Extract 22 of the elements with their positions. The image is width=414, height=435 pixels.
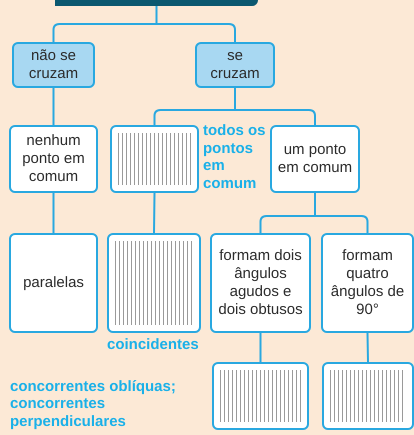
striped-placeholder xyxy=(322,362,414,430)
concept-box: se cruzam xyxy=(195,42,275,88)
concept-box: um ponto em comum xyxy=(270,125,360,193)
concept-box: formam dois ângulos agudos e dois obtusos xyxy=(210,233,311,333)
title-banner xyxy=(55,0,258,6)
connector-line xyxy=(366,332,369,362)
concept-box: paralelas xyxy=(9,233,98,333)
connector-line xyxy=(153,192,156,234)
concept-box: nenhum ponto em comum xyxy=(9,125,98,193)
striped-placeholder xyxy=(212,362,309,430)
note-text: concorrentes oblíquas; concorrentes perpendiculares xyxy=(10,378,177,430)
side-caption: todos os pontos em comum xyxy=(203,122,266,193)
connector-line xyxy=(156,6,236,42)
concept-box: não se cruzam xyxy=(12,42,95,88)
side-caption: coincidentes xyxy=(107,336,200,354)
striped-placeholder xyxy=(107,233,201,333)
concept-box: formam quatro ângulos de 90° xyxy=(321,233,414,333)
striped-placeholder xyxy=(110,125,199,193)
connector-line xyxy=(52,88,54,125)
connector-line xyxy=(260,333,262,362)
connector-line xyxy=(52,193,54,233)
connector-line xyxy=(314,193,368,233)
